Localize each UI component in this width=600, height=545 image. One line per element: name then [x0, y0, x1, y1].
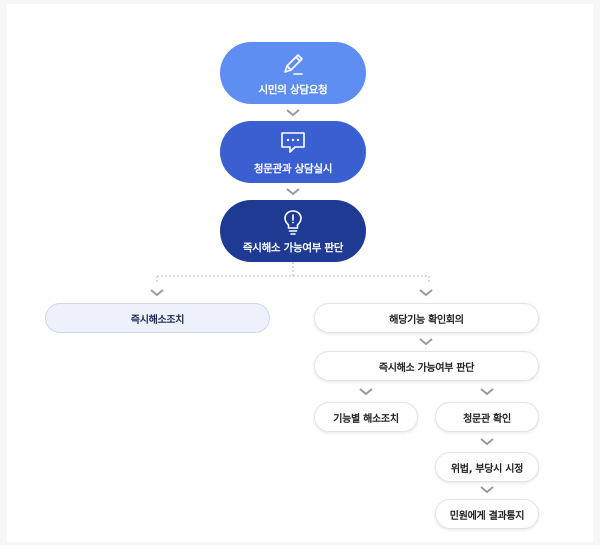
- branch-connector: [156, 262, 430, 282]
- lightbulb-icon: [281, 208, 305, 236]
- chevron-down-icon: [419, 289, 433, 297]
- result-notice-box: 민원에게 결과통지: [435, 499, 539, 529]
- chevron-down-icon: [480, 438, 494, 446]
- function-meeting-box: 해당기능 확인회의: [314, 303, 539, 333]
- step-label: 시민의 상담요청: [258, 83, 328, 96]
- step-label: 즉시해소 가능여부 판단: [242, 241, 344, 254]
- chevron-down-icon: [286, 188, 300, 196]
- chevron-down-icon: [359, 388, 373, 396]
- chevron-down-icon: [286, 109, 300, 117]
- chevron-down-icon: [480, 486, 494, 494]
- function-resolution-box: 기능별 해소조치: [314, 402, 418, 432]
- chevron-down-icon: [480, 388, 494, 396]
- chat-bubble-icon: [278, 129, 308, 157]
- immediate-resolution-box: 즉시해소조치: [45, 303, 270, 333]
- chevron-down-icon: [150, 289, 164, 297]
- step-citizen-request: 시민의 상담요청: [220, 42, 366, 104]
- correction-box: 위법, 부당시 시정: [435, 452, 539, 482]
- second-judgement-box: 즉시해소 가능여부 판단: [314, 351, 539, 381]
- step-label: 청문관과 상담실시: [253, 162, 333, 175]
- pencil-icon: [279, 50, 307, 78]
- step-consultation: 청문관과 상담실시: [220, 121, 366, 183]
- step-judgement: 즉시해소 가능여부 판단: [220, 200, 366, 262]
- officer-check-box: 청문관 확인: [435, 402, 539, 432]
- chevron-down-icon: [419, 338, 433, 346]
